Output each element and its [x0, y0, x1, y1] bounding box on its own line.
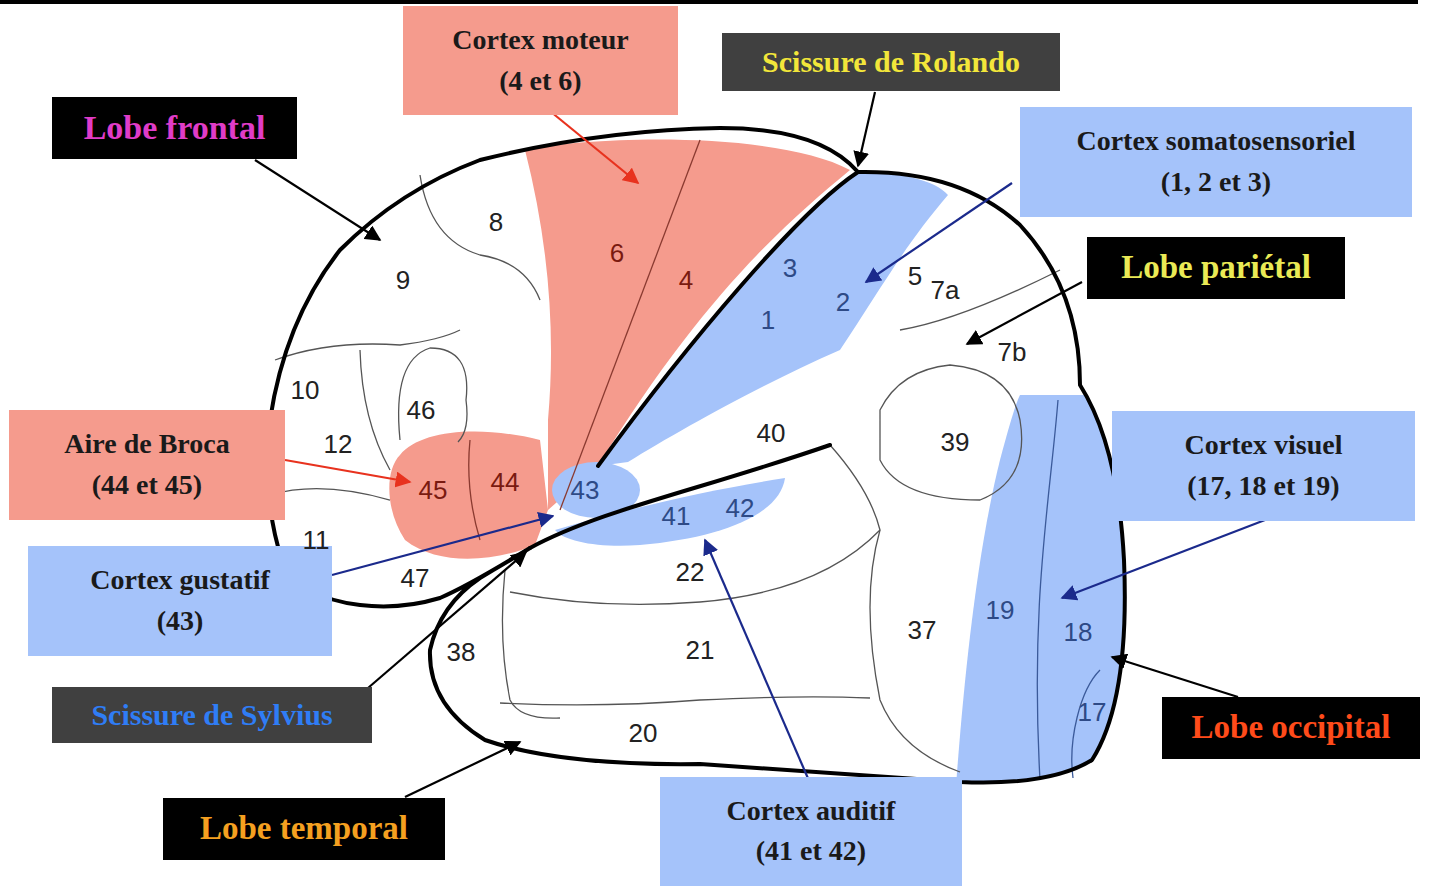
boundary-line [830, 445, 960, 772]
area-number: 45 [419, 477, 448, 503]
sylvian-fissure [530, 445, 830, 548]
area-number: 17 [1078, 699, 1107, 725]
area-number: 44 [491, 469, 520, 495]
leader-arrow [1062, 520, 1265, 598]
boundary-line [399, 348, 467, 442]
boundary-line [500, 697, 870, 705]
area-number: 9 [396, 267, 410, 293]
area-number: 40 [757, 420, 786, 446]
area-number: 2 [836, 289, 850, 315]
leader-arrow [332, 516, 553, 575]
boundary-line [420, 175, 540, 300]
area-number: 38 [447, 639, 476, 665]
boundary-line [275, 330, 460, 360]
area-number: 47 [401, 565, 430, 591]
area-number: 22 [676, 559, 705, 585]
area-callout: Cortex somatosensoriel (1, 2 et 3) [1020, 107, 1412, 216]
boundary-line [1037, 400, 1058, 780]
boundary-line [560, 140, 700, 510]
leader-arrow [545, 107, 638, 183]
area-callout: Cortex auditif (41 et 42) [660, 777, 962, 886]
leader-arrow [705, 540, 810, 783]
fissure-label-box: Scissure de Rolando [722, 33, 1060, 91]
area-callout: Cortex moteur (4 et 6) [403, 6, 678, 115]
boundary-line [270, 489, 390, 500]
area-number: 3 [783, 255, 797, 281]
area-number: 37 [908, 617, 937, 643]
area-number: 21 [686, 637, 715, 663]
area-number: 20 [629, 720, 658, 746]
top-rule [0, 0, 1418, 4]
area-number: 4 [679, 267, 693, 293]
callout-text: Cortex moteur (4 et 6) [446, 20, 636, 101]
callout-text: Lobe occipital [1172, 704, 1410, 752]
area-number: 8 [489, 209, 503, 235]
boundary-line [469, 440, 480, 540]
callout-text: Lobe temporal [173, 805, 435, 853]
callout-text: Scissure de Rolando [732, 40, 1050, 84]
callout-text: Lobe frontal [62, 103, 287, 152]
callout-text: Cortex somatosensoriel (1, 2 et 3) [1068, 121, 1365, 202]
lobe-label-box: Lobe pariétal [1087, 237, 1345, 299]
leader-arrow [368, 552, 526, 688]
brain-outline [268, 128, 1125, 783]
callout-text: Lobe pariétal [1097, 244, 1335, 292]
area-number: 46 [407, 397, 436, 423]
lobe-label-box: Lobe temporal [163, 798, 445, 860]
area-number: 41 [662, 503, 691, 529]
fissure-label-box: Scissure de Sylvius [52, 687, 372, 743]
area-number: 7a [931, 277, 960, 303]
area-number: 6 [610, 240, 624, 266]
area-number: 18 [1064, 619, 1093, 645]
area-number: 39 [941, 429, 970, 455]
lobe-label-box: Lobe frontal [52, 97, 297, 158]
lobe-label-box: Lobe occipital [1162, 697, 1420, 759]
leader-arrow [866, 183, 1012, 282]
boundary-line [880, 365, 1022, 500]
area-number: 19 [986, 597, 1015, 623]
callout-text: Cortex gustatif (43) [80, 560, 280, 641]
area-callout: Cortex visuel (17, 18 et 19) [1112, 411, 1415, 520]
area-number: 43 [571, 477, 600, 503]
area-callout: Cortex gustatif (43) [28, 546, 332, 655]
boundary-line [360, 350, 390, 470]
leader-arrow [967, 282, 1082, 344]
callout-text: Cortex visuel (17, 18 et 19) [1173, 425, 1355, 506]
area-boundaries [270, 140, 1100, 780]
somatosensory-area [598, 172, 948, 466]
area-number: 5 [908, 263, 922, 289]
area-number: 42 [726, 495, 755, 521]
leader-arrow [858, 92, 875, 166]
area-callout: Aire de Broca (44 et 45) [9, 410, 285, 519]
boundary-line [510, 530, 880, 604]
area-number: 7b [998, 339, 1027, 365]
leader-arrow [1112, 657, 1238, 697]
boundary-line [900, 270, 1060, 330]
area-number: 1 [761, 307, 775, 333]
leader-arrow [285, 460, 410, 482]
auditory-area [555, 478, 785, 546]
cortex-areas [389, 140, 1200, 800]
leader-arrow [255, 160, 380, 240]
area-number: 10 [291, 377, 320, 403]
rolando-fissure [598, 172, 858, 466]
leader-arrow [405, 742, 520, 797]
area-number: 11 [303, 527, 330, 553]
callout-text: Scissure de Sylvius [62, 693, 362, 737]
callout-text: Cortex auditif (41 et 42) [718, 791, 905, 872]
area-number: 12 [324, 431, 353, 457]
callout-text: Aire de Broca (44 et 45) [55, 424, 240, 505]
